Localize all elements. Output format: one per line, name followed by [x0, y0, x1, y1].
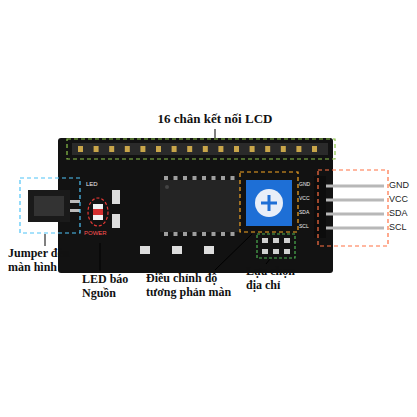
section-title: 16 chân kết nối LCD	[120, 112, 310, 127]
callout-label: Điều chỉnh độ tương phản màn	[146, 272, 242, 300]
silk-label: GND	[299, 182, 314, 188]
callout-label: LED báo Nguồn	[82, 273, 142, 301]
silk-label: POWER	[84, 230, 114, 237]
pin-name: SCL	[389, 222, 415, 232]
silk-label: LED	[86, 181, 110, 188]
pin-name: SDA	[389, 208, 415, 218]
pin-name: GND	[389, 180, 415, 190]
silk-label: VCC	[299, 196, 314, 202]
silk-label: SCL	[299, 224, 314, 230]
callout-label: Lựa chọn địa chỉ	[246, 265, 312, 293]
silk-label: SDA	[299, 210, 314, 216]
callout-label: Jumper đèn màn hình	[8, 247, 88, 275]
pin-name: VCC	[389, 194, 415, 204]
